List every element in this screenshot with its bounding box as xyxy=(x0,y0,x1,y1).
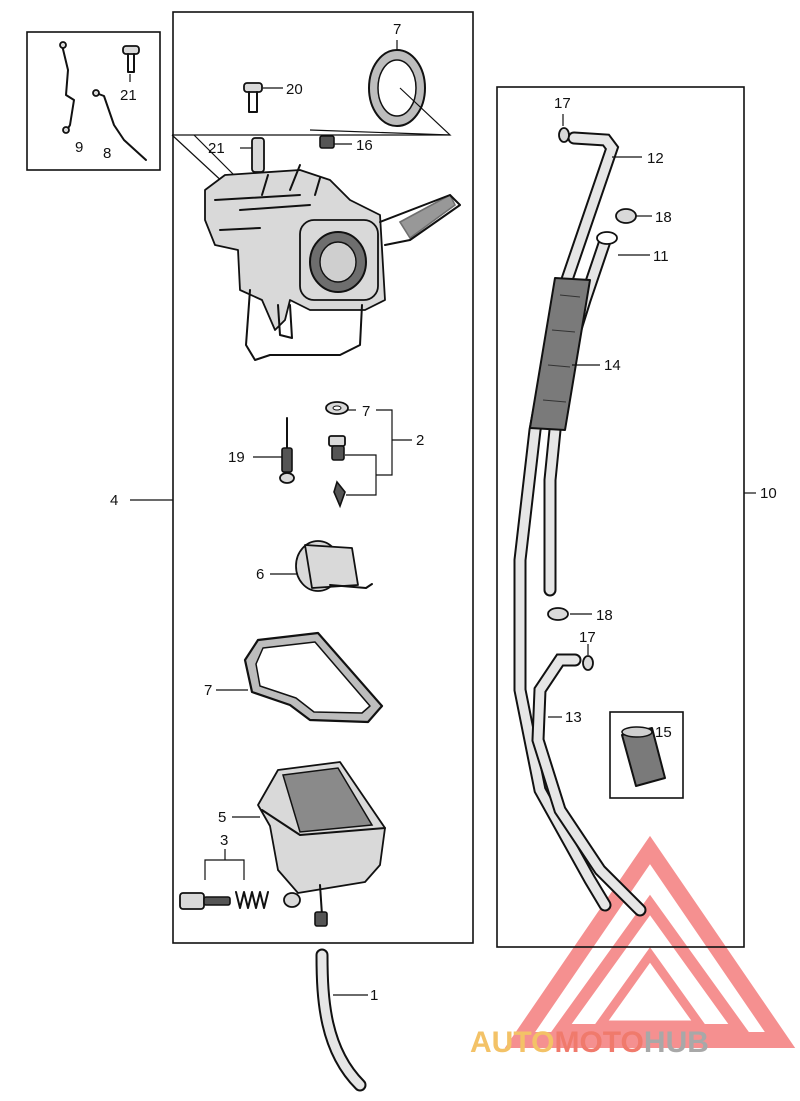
callout-18-top: 18 xyxy=(655,209,672,226)
main-assembly-frame xyxy=(172,11,474,944)
callout-3: 3 xyxy=(220,832,228,849)
watermark-hub: HUB xyxy=(644,1026,709,1059)
watermark-triangle-icon xyxy=(504,835,796,1048)
callout-21-inset: 21 xyxy=(120,87,137,104)
protective-sleeve-part-14 xyxy=(529,277,591,431)
clamp-part-17-lower xyxy=(582,655,594,671)
callout-9: 9 xyxy=(75,139,83,156)
needle-valve-seat-part-2 xyxy=(328,435,346,461)
svg-text:AUTOMOTOHUB: AUTOMOTOHUB xyxy=(470,1026,709,1059)
spring-part-3 xyxy=(235,891,269,909)
callout-20: 20 xyxy=(286,81,303,98)
gasket-ring-part-7 xyxy=(368,49,426,127)
jet-part-21 xyxy=(251,137,265,173)
float-part-6 xyxy=(295,540,373,592)
nut-part-16 xyxy=(319,135,335,149)
screw-part-21-inset xyxy=(122,45,140,73)
float-bowl-part-5 xyxy=(257,761,386,927)
inset-frame-levers xyxy=(26,31,161,171)
callout-18-lower: 18 xyxy=(596,607,613,624)
choke-lever-part-9 xyxy=(59,41,75,134)
callout-6: 6 xyxy=(256,566,264,583)
watermark-wordmark: AUTOMOTOHUB xyxy=(470,1026,709,1059)
callout-19: 19 xyxy=(228,449,245,466)
callout-7-ring: 7 xyxy=(393,21,401,38)
callout-7-washer: 7 xyxy=(362,403,370,420)
overflow-hose-part-13 xyxy=(531,653,647,917)
clip-part-18-lower xyxy=(547,607,569,621)
callout-5: 5 xyxy=(218,809,226,826)
callout-7-gasket: 7 xyxy=(204,682,212,699)
carburetor-body xyxy=(204,164,461,361)
callout-13: 13 xyxy=(565,709,582,726)
callout-15: 15 xyxy=(655,724,672,741)
idle-screw-part-19 xyxy=(279,417,295,484)
watermark-moto: MOTO xyxy=(554,1026,643,1059)
callout-8: 8 xyxy=(103,145,111,162)
callout-2: 2 xyxy=(416,432,424,449)
clamp-part-17 xyxy=(558,127,570,143)
callout-17-top: 17 xyxy=(554,95,571,112)
drain-hose-part-1 xyxy=(315,948,367,1092)
watermark-auto: AUTO xyxy=(470,1026,554,1059)
fuel-filter-part-15 xyxy=(621,726,666,787)
callout-12: 12 xyxy=(647,150,664,167)
screw-part-20 xyxy=(243,82,263,113)
callout-17-lower: 17 xyxy=(579,629,596,646)
callout-1: 1 xyxy=(370,987,378,1004)
fuel-tube-part-12 xyxy=(513,131,620,912)
clip-part-18 xyxy=(615,208,637,224)
fuel-line-frame xyxy=(496,86,745,948)
inset-frame-filter xyxy=(609,711,684,799)
callout-labels: 1 2 3 4 5 6 7 7 7 8 9 10 11 12 13 14 15 … xyxy=(75,21,777,1004)
callout-11: 11 xyxy=(653,248,669,265)
callout-21-jet: 21 xyxy=(208,140,225,157)
main-jet-part-3 xyxy=(179,892,231,910)
callout-10: 10 xyxy=(760,485,777,502)
bowl-gasket-part-7 xyxy=(243,631,384,724)
callout-16: 16 xyxy=(356,137,373,154)
callout-14: 14 xyxy=(604,357,621,374)
callout-4: 4 xyxy=(110,492,118,509)
washer-part-7 xyxy=(325,401,349,415)
needle-valve-part-2 xyxy=(333,480,346,509)
throttle-lever-part-8 xyxy=(92,89,147,161)
